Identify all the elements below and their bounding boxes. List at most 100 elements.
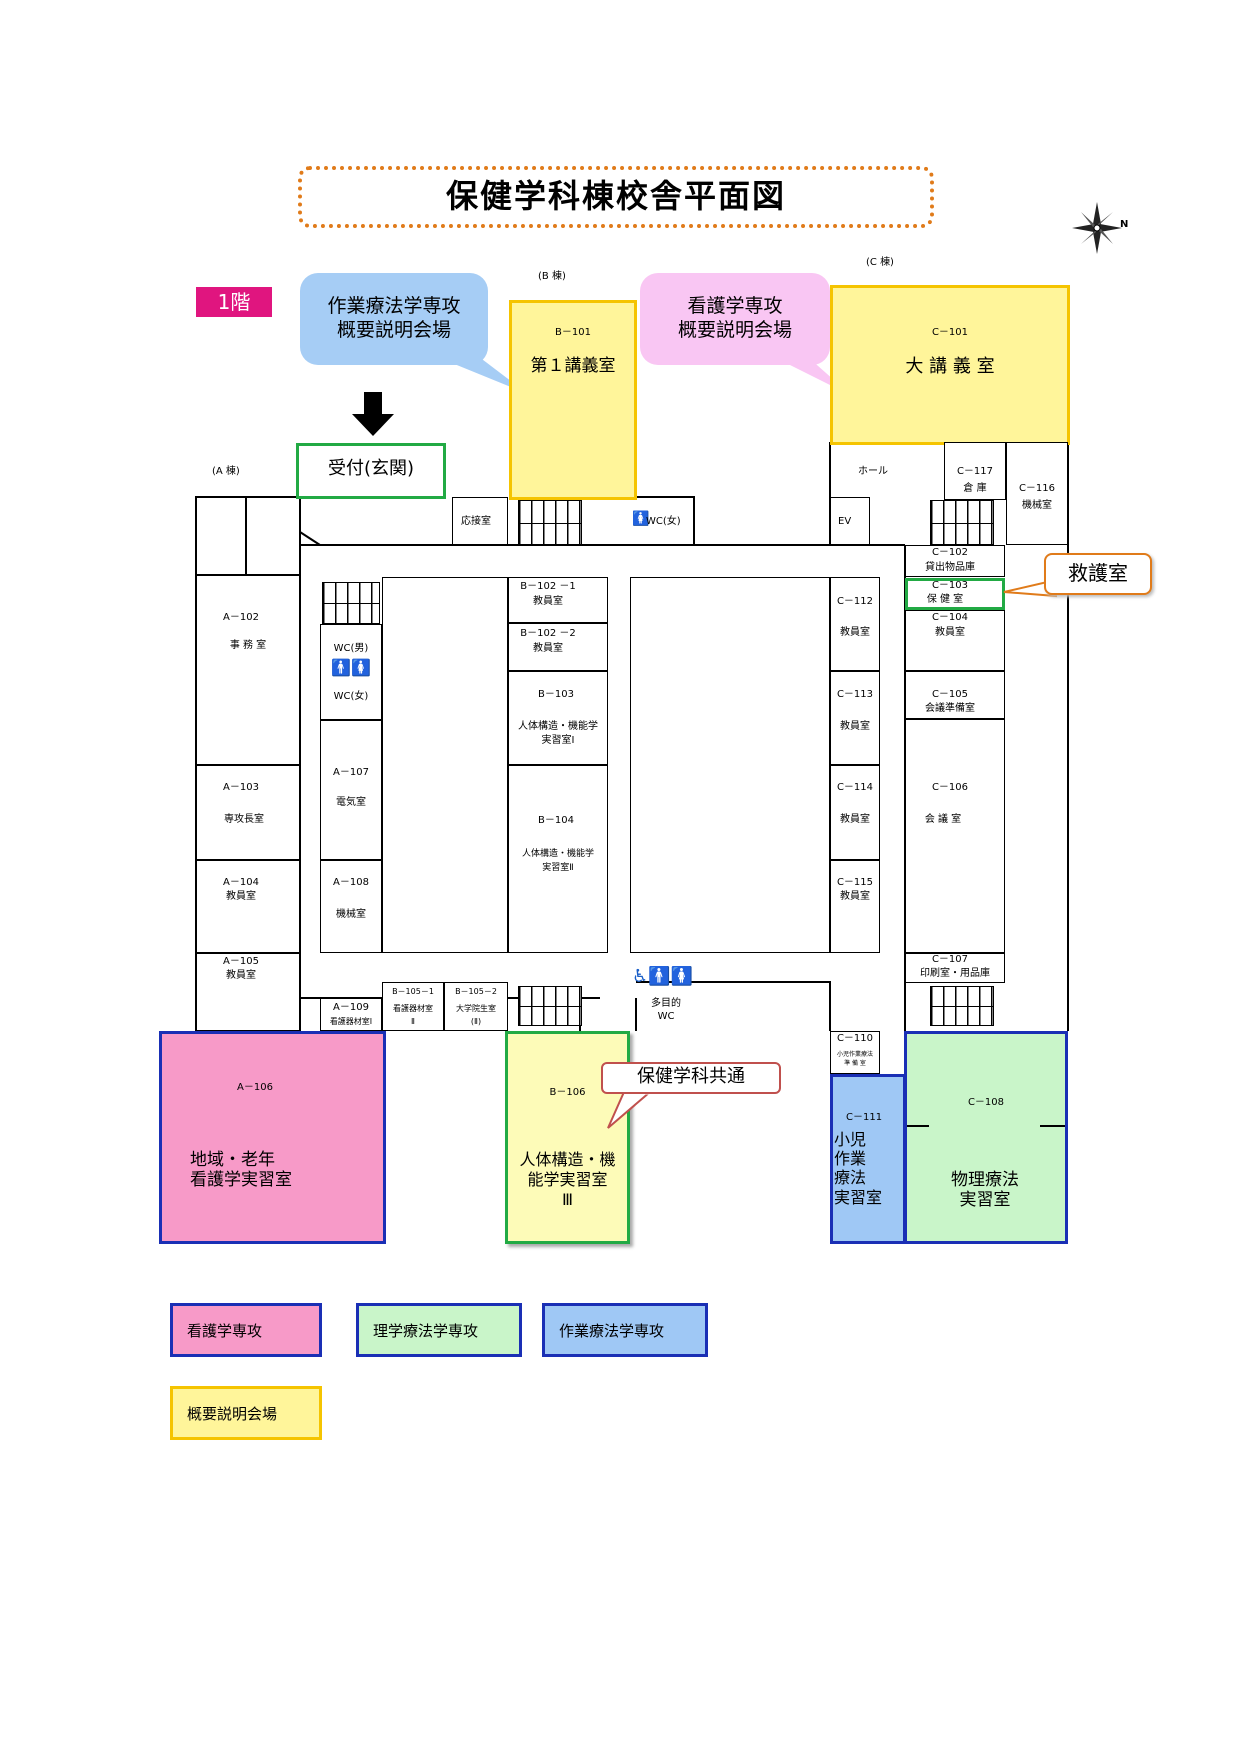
room-b1052-name: 大学院生室 (Ⅱ)	[456, 1004, 496, 1026]
wing-a-label: (A 棟)	[212, 466, 240, 477]
room-c105-code: C－105	[931, 689, 969, 700]
room-a107-name: 電気室	[336, 797, 366, 808]
room-b101	[509, 300, 637, 500]
room-hall-name: ホール	[858, 466, 888, 477]
room-a106	[159, 1031, 386, 1244]
common-callout-text: 保健学科共通	[637, 1066, 745, 1087]
stairs-bottom-b	[518, 986, 582, 1026]
compass-icon	[1072, 202, 1122, 254]
room-b104-code: B－104	[538, 815, 574, 826]
room-c117-code: C－117	[956, 466, 994, 477]
room-c101	[830, 285, 1070, 445]
room-c113-name: 教員室	[840, 721, 870, 732]
room-a102-name: 事 務 室	[229, 640, 267, 651]
room-c106-code: C－106	[931, 782, 969, 793]
room-c116-code: C－116	[1018, 483, 1056, 494]
room-b1052	[444, 982, 508, 1031]
room-a105-code: A－105	[223, 956, 259, 967]
room-a106-code: A－106	[237, 1082, 273, 1093]
room-a103-code: A－103	[223, 782, 259, 793]
room-a108	[320, 860, 382, 953]
entrance-arrow-icon	[352, 392, 394, 436]
room-ev	[830, 497, 870, 545]
room-wc-female: WC(女)	[333, 691, 369, 702]
c108-partition-left	[907, 1125, 929, 1127]
room-c110-name: 小児作業療法 準 備 室	[836, 1051, 873, 1067]
room-b101-name: 第１講義室	[530, 356, 616, 376]
room-c107	[905, 953, 1005, 983]
stairs-top-c	[930, 500, 994, 545]
ot-callout: 作業療法学専攻 概要説明会場	[300, 273, 488, 365]
accessible-wc-icon: ♿🚹🚺	[632, 966, 693, 987]
room-c108-name: 物理療法 実習室	[951, 1170, 1019, 1211]
legend-ot: 作業療法学専攻	[542, 1303, 708, 1357]
room-b1021-name: 教員室	[533, 596, 563, 607]
room-c115-code: C－115	[836, 877, 874, 888]
room-c117	[944, 442, 1006, 500]
room-c112	[830, 577, 880, 671]
room-b106-name: 人体構造・機 能学実習室 Ⅲ	[519, 1150, 616, 1209]
room-c108	[904, 1031, 1068, 1244]
room-b1022-code: B－102 －2	[520, 628, 576, 639]
page-title: 保健学科棟校舎平面図	[445, 177, 786, 215]
room-b1022	[508, 623, 608, 671]
entrance-label: 受付(玄関)	[327, 458, 415, 479]
room-c112-name: 教員室	[840, 627, 870, 638]
compass-north-label: N	[1120, 219, 1129, 230]
room-c105	[905, 671, 1005, 719]
room-c108-code: C－108	[967, 1097, 1005, 1108]
courtyard-right	[630, 577, 830, 953]
room-c104	[905, 610, 1005, 671]
room-a109-name: 看護器材室Ⅰ	[329, 1017, 373, 1026]
room-c116-name: 機械室	[1022, 500, 1052, 511]
courtyard-left	[382, 577, 508, 953]
legend-nursing-label: 看護学専攻	[187, 1321, 263, 1340]
c108-partition-right	[1040, 1125, 1065, 1127]
stairs-bottom-c	[930, 986, 994, 1026]
room-c105-name: 会議準備室	[925, 703, 975, 714]
room-c116	[1006, 442, 1068, 545]
ot-callout-text: 作業療法学専攻 概要説明会場	[327, 295, 461, 341]
entrance-box	[296, 443, 446, 499]
room-a106-name: 地域・老年 看護学実習室	[190, 1150, 292, 1191]
common-callout	[601, 1062, 781, 1094]
room-a109	[320, 998, 382, 1031]
room-c102	[905, 545, 1005, 577]
room-c113	[830, 671, 880, 765]
wing-c-label: (C 棟)	[866, 257, 894, 268]
room-reception	[452, 497, 508, 545]
room-a103	[196, 765, 300, 860]
room-c110	[830, 1031, 880, 1074]
room-c103-code: C－103	[931, 580, 969, 591]
room-a102-code: A－102	[223, 612, 259, 623]
legend-venue: 概要説明会場	[170, 1386, 322, 1440]
room-a104-name: 教員室	[226, 891, 256, 902]
room-a108-code: A－108	[333, 877, 369, 888]
room-a105-name: 教員室	[226, 970, 256, 981]
room-a109-code: A－109	[333, 1002, 369, 1013]
room-c112-code: C－112	[836, 596, 874, 607]
room-a107	[320, 720, 382, 860]
legend-ot-label: 作業療法学専攻	[559, 1321, 665, 1340]
room-c111	[830, 1074, 906, 1244]
floor-label: 1階	[217, 290, 251, 314]
room-c103	[905, 578, 1005, 610]
room-c107-code: C－107	[931, 954, 969, 965]
room-c111-name: 小児 作業 療法 実習室	[834, 1130, 883, 1207]
room-reception-name: 応接室	[461, 516, 491, 527]
room-b1051-code: B－105－1	[392, 987, 434, 996]
room-c115-name: 教員室	[840, 891, 870, 902]
title-frame	[298, 166, 934, 228]
room-multi-wc: 多目的 WC	[651, 998, 681, 1022]
common-callout-pointer	[607, 1092, 652, 1129]
legend-pt: 理学療法学専攻	[356, 1303, 522, 1357]
room-b103-name: 人体構造・機能学 実習室Ⅰ	[518, 721, 598, 746]
room-wc-female-top: WC(女)	[646, 516, 681, 527]
room-b101-code: B－101	[555, 327, 591, 338]
first-aid-callout-text: 救護室	[1068, 561, 1128, 585]
room-a103-name: 専攻長室	[224, 814, 264, 825]
room-a104-code: A－104	[223, 877, 259, 888]
room-b1022-name: 教員室	[533, 643, 563, 654]
room-c102-code: C－102	[931, 547, 969, 558]
